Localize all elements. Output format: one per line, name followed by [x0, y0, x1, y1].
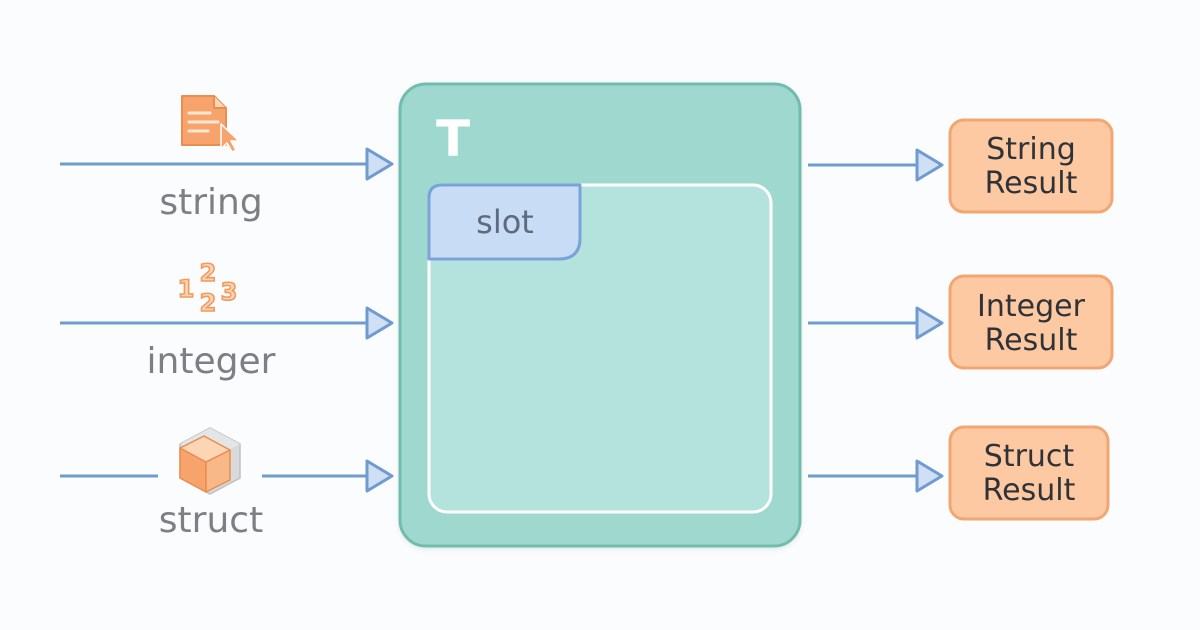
numbers-icon-digit-3: 2	[200, 289, 217, 317]
result-box-string	[948, 118, 1114, 214]
result-struct-line1: Struct	[984, 439, 1075, 474]
numbers-icon-digit-1: 1	[178, 275, 195, 303]
input-arrow-string	[365, 147, 394, 181]
generic-box-title: T	[436, 110, 470, 168]
output-struct-result: Struct Result	[808, 425, 1110, 521]
output-integer-result: Integer Result	[808, 274, 1114, 370]
input-label-integer: integer	[147, 341, 276, 382]
output-arrow-struct	[915, 459, 944, 493]
input-integer: 1 2 2 3 integer	[60, 258, 394, 382]
slot-label: slot	[476, 203, 534, 241]
numbers-icon-digit-4: 3	[221, 278, 238, 306]
result-string-line1: String	[986, 132, 1076, 167]
input-struct: struct	[60, 427, 394, 541]
generic-type-box: T slot	[398, 82, 802, 548]
result-integer-line1: Integer	[977, 289, 1086, 324]
output-string-result: String Result	[808, 118, 1114, 214]
document-cursor-icon	[181, 95, 240, 153]
input-arrow-integer	[365, 306, 394, 340]
input-arrow-struct	[365, 459, 394, 493]
numbers-icon: 1 2 2 3	[177, 258, 238, 318]
input-label-struct: struct	[159, 500, 263, 541]
output-arrow-integer	[915, 306, 944, 340]
result-integer-line2: Result	[985, 323, 1078, 358]
generic-box-inner	[427, 183, 773, 514]
cube-icon	[179, 427, 241, 495]
numbers-icon-digit-2: 2	[200, 259, 217, 287]
result-box-struct	[948, 425, 1110, 521]
output-arrow-string	[915, 148, 944, 182]
result-string-line2: Result	[985, 166, 1078, 201]
input-label-string: string	[159, 182, 262, 223]
input-string: string	[60, 95, 394, 223]
result-box-integer	[948, 274, 1114, 370]
result-struct-line2: Result	[983, 473, 1076, 508]
slot-tab	[427, 183, 582, 261]
